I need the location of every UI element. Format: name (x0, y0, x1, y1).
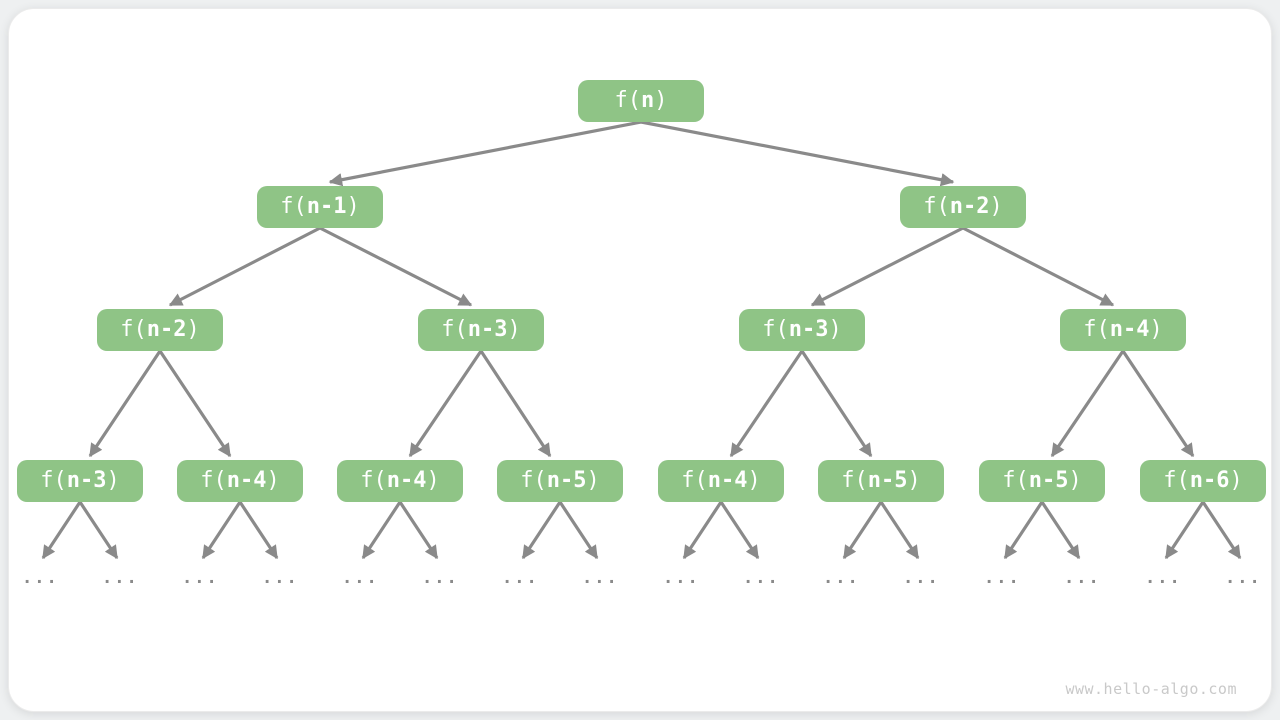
tree-node: f(n-5) (979, 460, 1105, 502)
node-label-prefix: f( (280, 194, 307, 219)
watermark-text: www.hello-algo.com (1065, 680, 1237, 698)
node-label-suffix: ) (1229, 468, 1243, 493)
node-label-prefix: f( (681, 468, 708, 493)
node-label-prefix: f( (1163, 468, 1190, 493)
ellipsis-mark: ... (743, 568, 780, 588)
node-label-argument: n-2 (146, 317, 187, 342)
node-label-argument: n (641, 88, 655, 113)
node-label-suffix: ) (106, 468, 120, 493)
ellipsis-mark: ... (663, 568, 700, 588)
ellipsis-mark: ... (1064, 568, 1101, 588)
ellipsis-mark: ... (1145, 568, 1182, 588)
node-label-argument: n-5 (867, 468, 908, 493)
ellipsis-mark: ... (22, 568, 59, 588)
node-label-prefix: f( (762, 317, 789, 342)
node-label-argument: n-6 (1189, 468, 1230, 493)
node-label-suffix: ) (1149, 317, 1163, 342)
ellipsis-mark: ... (182, 568, 219, 588)
node-label-suffix: ) (654, 88, 668, 113)
node-label-argument: n-4 (1109, 317, 1150, 342)
node-label-argument: n-4 (226, 468, 267, 493)
tree-node: f(n-4) (177, 460, 303, 502)
tree-node: f(n-5) (497, 460, 623, 502)
tree-node: f(n-6) (1140, 460, 1266, 502)
node-label-suffix: ) (346, 194, 360, 219)
node-label-suffix: ) (1068, 468, 1082, 493)
node-label-suffix: ) (747, 468, 761, 493)
node-label-suffix: ) (266, 468, 280, 493)
node-label-prefix: f( (1002, 468, 1029, 493)
ellipsis-mark: ... (1225, 568, 1262, 588)
node-label-prefix: f( (614, 88, 642, 113)
tree-node: f(n-1) (257, 186, 383, 228)
node-label-prefix: f( (40, 468, 67, 493)
node-label-argument: n-3 (66, 468, 107, 493)
ellipsis-mark: ... (823, 568, 860, 588)
node-label-suffix: ) (426, 468, 440, 493)
tree-node: f(n-4) (1060, 309, 1186, 351)
tree-node: f(n-3) (418, 309, 544, 351)
tree-node: f(n-3) (739, 309, 865, 351)
node-label-argument: n-5 (1028, 468, 1069, 493)
tree-node: f(n-3) (17, 460, 143, 502)
node-label-suffix: ) (989, 194, 1003, 219)
node-label-argument: n-3 (788, 317, 829, 342)
ellipsis-mark: ... (502, 568, 539, 588)
node-label-prefix: f( (520, 468, 547, 493)
node-label-prefix: f( (923, 194, 950, 219)
node-label-prefix: f( (1083, 317, 1110, 342)
tree-node: f(n-4) (337, 460, 463, 502)
node-label-suffix: ) (907, 468, 921, 493)
node-label-argument: n-5 (546, 468, 587, 493)
node-label-prefix: f( (841, 468, 868, 493)
ellipsis-mark: ... (582, 568, 619, 588)
node-label-argument: n-2 (949, 194, 990, 219)
tree-node: f(n-4) (658, 460, 784, 502)
node-label-argument: n-3 (467, 317, 508, 342)
ellipsis-mark: ... (262, 568, 299, 588)
node-label-argument: n-4 (707, 468, 748, 493)
node-label-prefix: f( (441, 317, 468, 342)
node-label-argument: n-4 (386, 468, 427, 493)
tree-node: f(n) (578, 80, 704, 122)
tree-node: f(n-2) (97, 309, 223, 351)
tree-node: f(n-5) (818, 460, 944, 502)
ellipsis-mark: ... (102, 568, 139, 588)
node-label-suffix: ) (586, 468, 600, 493)
node-label-argument: n-1 (306, 194, 347, 219)
ellipsis-mark: ... (984, 568, 1021, 588)
node-label-prefix: f( (200, 468, 227, 493)
ellipsis-mark: ... (422, 568, 459, 588)
tree-node: f(n-2) (900, 186, 1026, 228)
node-label-suffix: ) (186, 317, 200, 342)
node-label-suffix: ) (828, 317, 842, 342)
node-label-prefix: f( (120, 317, 147, 342)
ellipsis-mark: ... (342, 568, 379, 588)
node-label-prefix: f( (360, 468, 387, 493)
node-label-suffix: ) (507, 317, 521, 342)
ellipsis-mark: ... (903, 568, 940, 588)
